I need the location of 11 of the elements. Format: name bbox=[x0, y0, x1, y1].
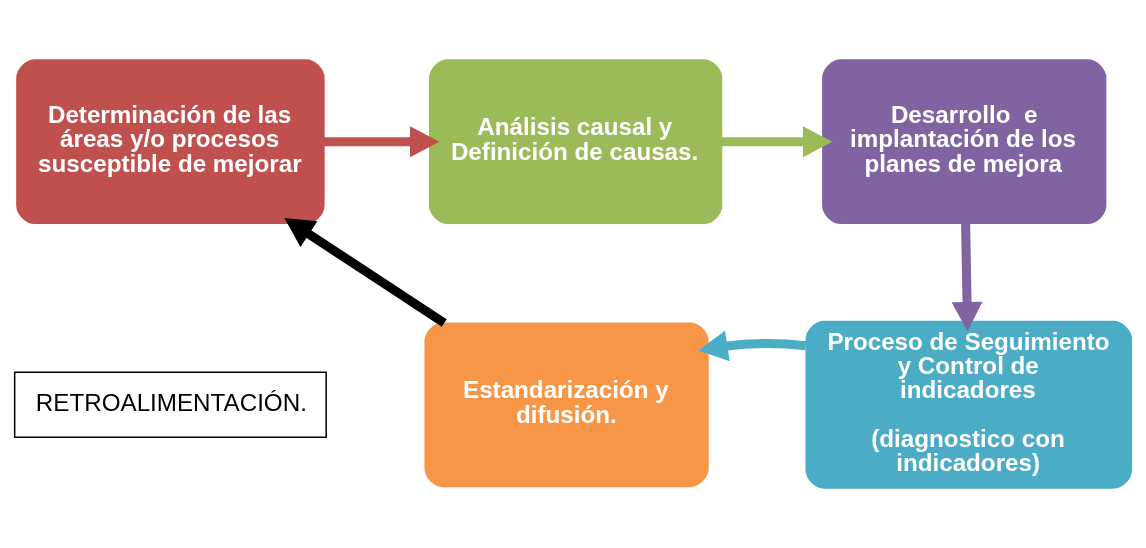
node-box: Estandarización y difusión. bbox=[424, 322, 709, 488]
arrow bbox=[698, 330, 807, 362]
arrow bbox=[323, 126, 440, 158]
arrow bbox=[284, 218, 447, 327]
node-box: Proceso de Seguimiento y Control de indicadores (diagnostico con indicadores) bbox=[805, 320, 1133, 489]
node-box: Desarrollo e implantación de los planes de mejora bbox=[822, 59, 1107, 225]
node-box: RETROALIMENTACIÓN. bbox=[13, 371, 327, 439]
arrow bbox=[721, 126, 833, 158]
node-box: Análisis causal y Definición de causas. bbox=[429, 59, 723, 225]
node-box: Determinación de las áreas y/o procesos susceptible de mejorar bbox=[16, 59, 325, 225]
arrow bbox=[951, 223, 983, 332]
